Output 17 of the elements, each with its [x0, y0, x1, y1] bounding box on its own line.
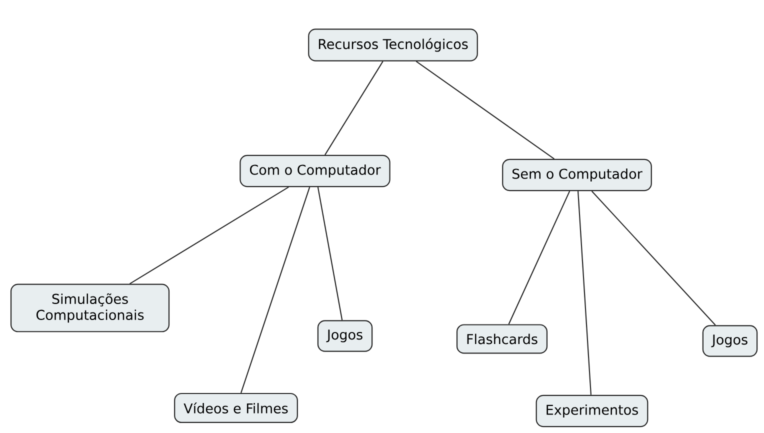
connector-line [129, 186, 289, 284]
concept-box: Experimentos [536, 394, 648, 428]
concept-box: Jogos [702, 325, 758, 357]
connector-line [508, 190, 570, 324]
concept-box: Simulações Computacionais [10, 284, 170, 332]
connector-line [240, 186, 310, 394]
connector-line [577, 191, 592, 395]
concept-box: Flashcards [456, 324, 548, 354]
connector-line [324, 61, 384, 156]
concept-box: Jogos [317, 320, 373, 352]
concept-box: Com o Computador [240, 154, 390, 188]
concept-box: Recursos Tecnológicos [308, 28, 478, 62]
connector-line [317, 186, 343, 320]
concept-box: Sem o Computador [502, 158, 652, 192]
connector-line [591, 190, 716, 326]
connector-line [416, 60, 555, 160]
concept-box: Vídeos e Filmes [174, 392, 298, 424]
